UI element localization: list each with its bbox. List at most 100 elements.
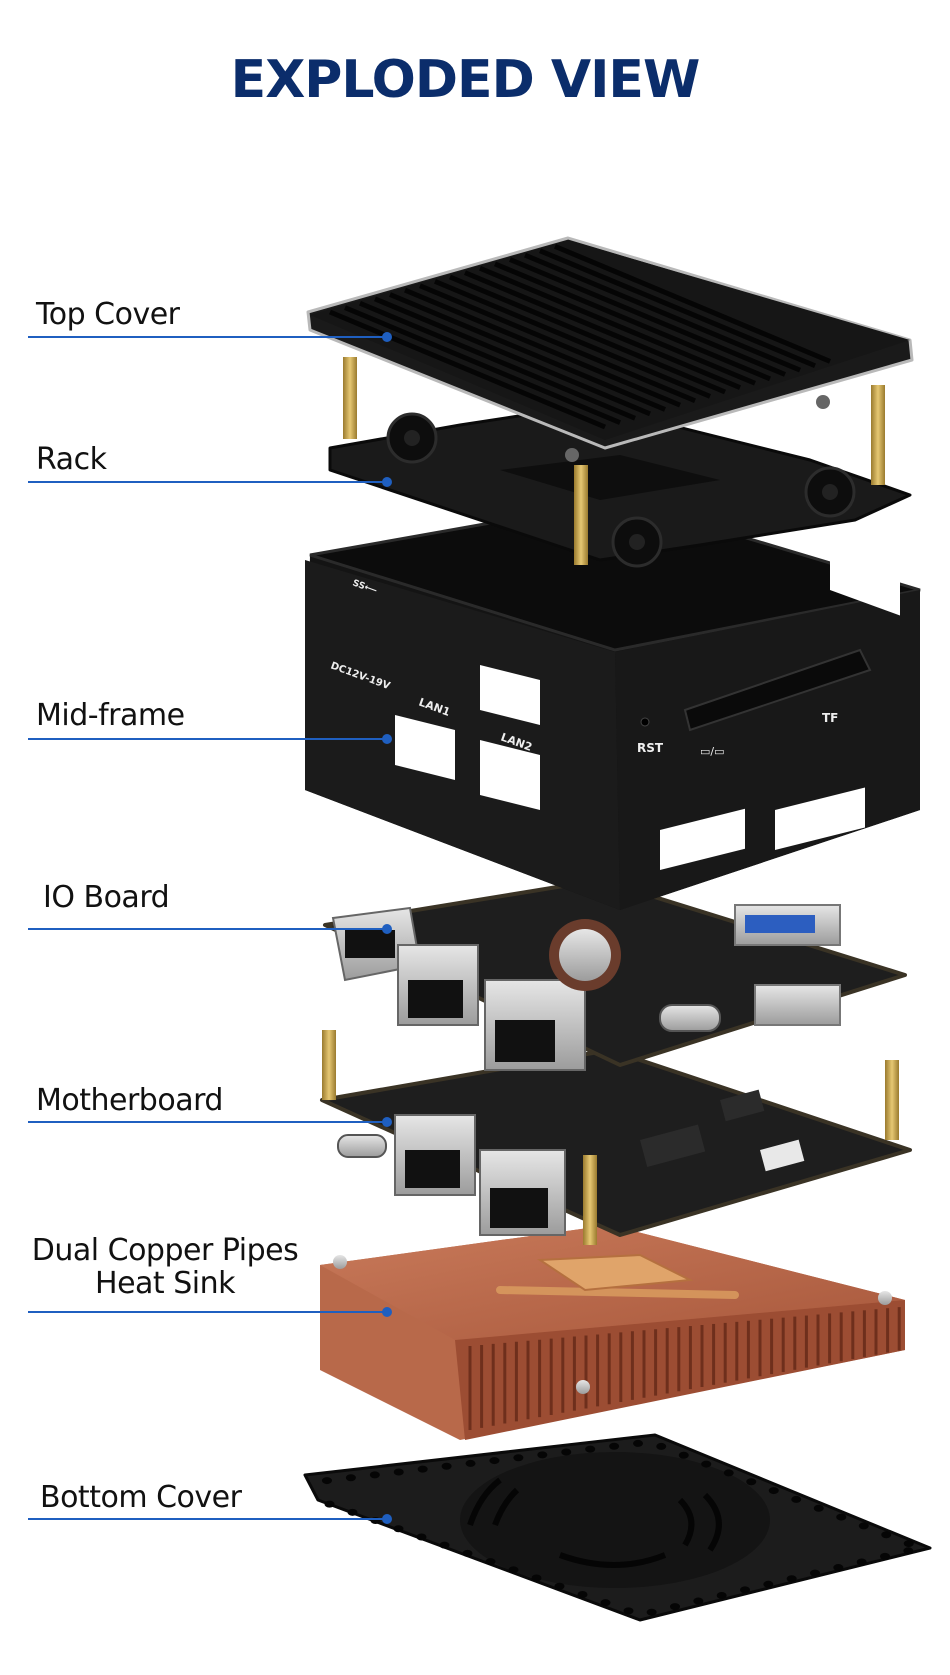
heat-sink-part: [320, 1225, 905, 1440]
bottom-cover-hole: [441, 1462, 452, 1470]
bottom-cover-hole: [881, 1531, 892, 1539]
bottom-cover-hole: [768, 1487, 779, 1495]
bottom-cover-part: [303, 1433, 932, 1622]
label-top-cover: Top Cover: [36, 297, 180, 332]
leader-dot-motherboard: [382, 1117, 392, 1127]
bottom-cover-hole: [345, 1474, 356, 1482]
bottom-cover-hole: [513, 1454, 524, 1462]
bottom-cover-hole: [465, 1459, 476, 1467]
top-cover-rib: [374, 296, 651, 417]
top-cover-rib: [359, 300, 636, 421]
bottom-cover-hole: [393, 1525, 404, 1533]
bottom-cover-hole: [508, 1566, 519, 1574]
top-cover-rib: [419, 283, 696, 404]
top-cover-rib: [329, 309, 606, 430]
bottom-cover-hole: [678, 1451, 689, 1459]
bottom-cover-hole: [791, 1495, 802, 1503]
label-rack: Rack: [36, 442, 107, 477]
leader-dot-top-cover: [382, 332, 392, 342]
leader-dot-heat-sink: [382, 1307, 392, 1317]
bottom-cover-hole: [763, 1580, 774, 1588]
top-cover-part: [306, 236, 914, 462]
bottom-cover-hole: [585, 1445, 596, 1453]
bottom-cover-hole: [723, 1469, 734, 1477]
bottom-cover-hole: [633, 1439, 644, 1447]
leader-line-heat-sink: [28, 1311, 390, 1313]
motherboard-part: [320, 1030, 912, 1245]
top-cover-rib: [464, 270, 741, 390]
bottom-cover-hole: [577, 1590, 588, 1598]
top-cover-rib: [524, 252, 801, 373]
leader-line-io-board: [28, 928, 390, 930]
bottom-cover-hole: [321, 1477, 332, 1485]
leader-dot-io-board: [382, 924, 392, 934]
bottom-cover-hole: [489, 1457, 500, 1465]
bottom-cover-hole: [810, 1569, 820, 1577]
bottom-cover-hole: [858, 1522, 869, 1530]
leader-line-rack: [28, 481, 390, 483]
bottom-cover-hole: [462, 1549, 473, 1557]
bottom-cover-hole: [856, 1558, 867, 1566]
bottom-cover-hole: [693, 1597, 704, 1605]
bottom-cover-hole: [903, 1547, 914, 1555]
bottom-cover-hole: [836, 1513, 847, 1521]
bottom-cover-hole: [646, 1608, 657, 1616]
bottom-cover-hole: [880, 1552, 890, 1560]
top-cover-rib: [389, 292, 666, 412]
bottom-cover-hole: [716, 1591, 727, 1599]
bottom-cover-hole: [369, 1471, 380, 1479]
io-board-part: [323, 878, 907, 1071]
label-io-board: IO Board: [43, 880, 170, 915]
bottom-cover-hole: [537, 1451, 548, 1459]
top-cover-rib: [344, 305, 621, 425]
port-label-display: ▭/▭: [700, 745, 725, 758]
bottom-cover-hole: [740, 1586, 750, 1594]
top-cover-rib: [404, 287, 681, 408]
bottom-cover-hole: [903, 1540, 914, 1548]
label-motherboard: Motherboard: [36, 1083, 223, 1118]
top-cover-rib: [494, 261, 771, 382]
top-cover-rib: [479, 265, 756, 386]
top-cover-rib: [509, 257, 786, 377]
bottom-cover-hole: [416, 1533, 427, 1541]
top-cover-rib: [539, 248, 816, 369]
leader-dot-rack: [382, 477, 392, 487]
leader-line-motherboard: [28, 1121, 390, 1123]
rack-part: [328, 357, 912, 568]
leader-dot-bottom-cover: [382, 1514, 392, 1524]
mid-frame-part: DC12V-19V LAN1 LAN2 RST TF ▭/▭ SS⟵: [305, 498, 921, 910]
port-label-tf: TF: [822, 711, 838, 725]
bottom-cover-hole: [561, 1448, 572, 1456]
label-heat-sink: Dual Copper Pipes Heat Sink: [15, 1234, 315, 1300]
bottom-cover-hole: [833, 1564, 844, 1572]
port-label-rst: RST: [637, 741, 664, 755]
label-mid-frame: Mid-frame: [36, 698, 185, 733]
label-heat-sink-line2: Heat Sink: [95, 1266, 235, 1301]
leader-line-bottom-cover: [28, 1518, 390, 1520]
bottom-cover-hole: [609, 1442, 620, 1450]
leader-dot-mid-frame: [382, 734, 392, 744]
leader-line-mid-frame: [28, 738, 390, 740]
bottom-cover-hole: [746, 1478, 757, 1486]
bottom-cover-hole: [554, 1582, 565, 1590]
top-cover-rib: [554, 244, 831, 364]
bottom-cover-hole: [417, 1465, 428, 1473]
bottom-cover-hole: [600, 1599, 611, 1607]
bottom-cover-hole: [439, 1541, 450, 1549]
bottom-cover-hole: [347, 1508, 358, 1516]
bottom-cover-hole: [656, 1442, 667, 1450]
bottom-cover-hole: [701, 1460, 712, 1468]
bottom-cover-hole: [670, 1603, 680, 1611]
label-bottom-cover: Bottom Cover: [40, 1480, 242, 1515]
bottom-cover-hole: [324, 1500, 335, 1508]
bottom-cover-hole: [623, 1607, 634, 1615]
bottom-cover-hole: [485, 1558, 496, 1566]
page-title: EXPLODED VIEW: [230, 50, 701, 110]
label-heat-sink-line1: Dual Copper Pipes: [31, 1233, 299, 1268]
bottom-cover-hole: [786, 1575, 797, 1583]
bottom-cover-hole: [813, 1504, 824, 1512]
leader-line-top-cover: [28, 336, 390, 338]
bottom-cover-hole: [393, 1468, 404, 1476]
top-cover-rib: [449, 274, 726, 395]
